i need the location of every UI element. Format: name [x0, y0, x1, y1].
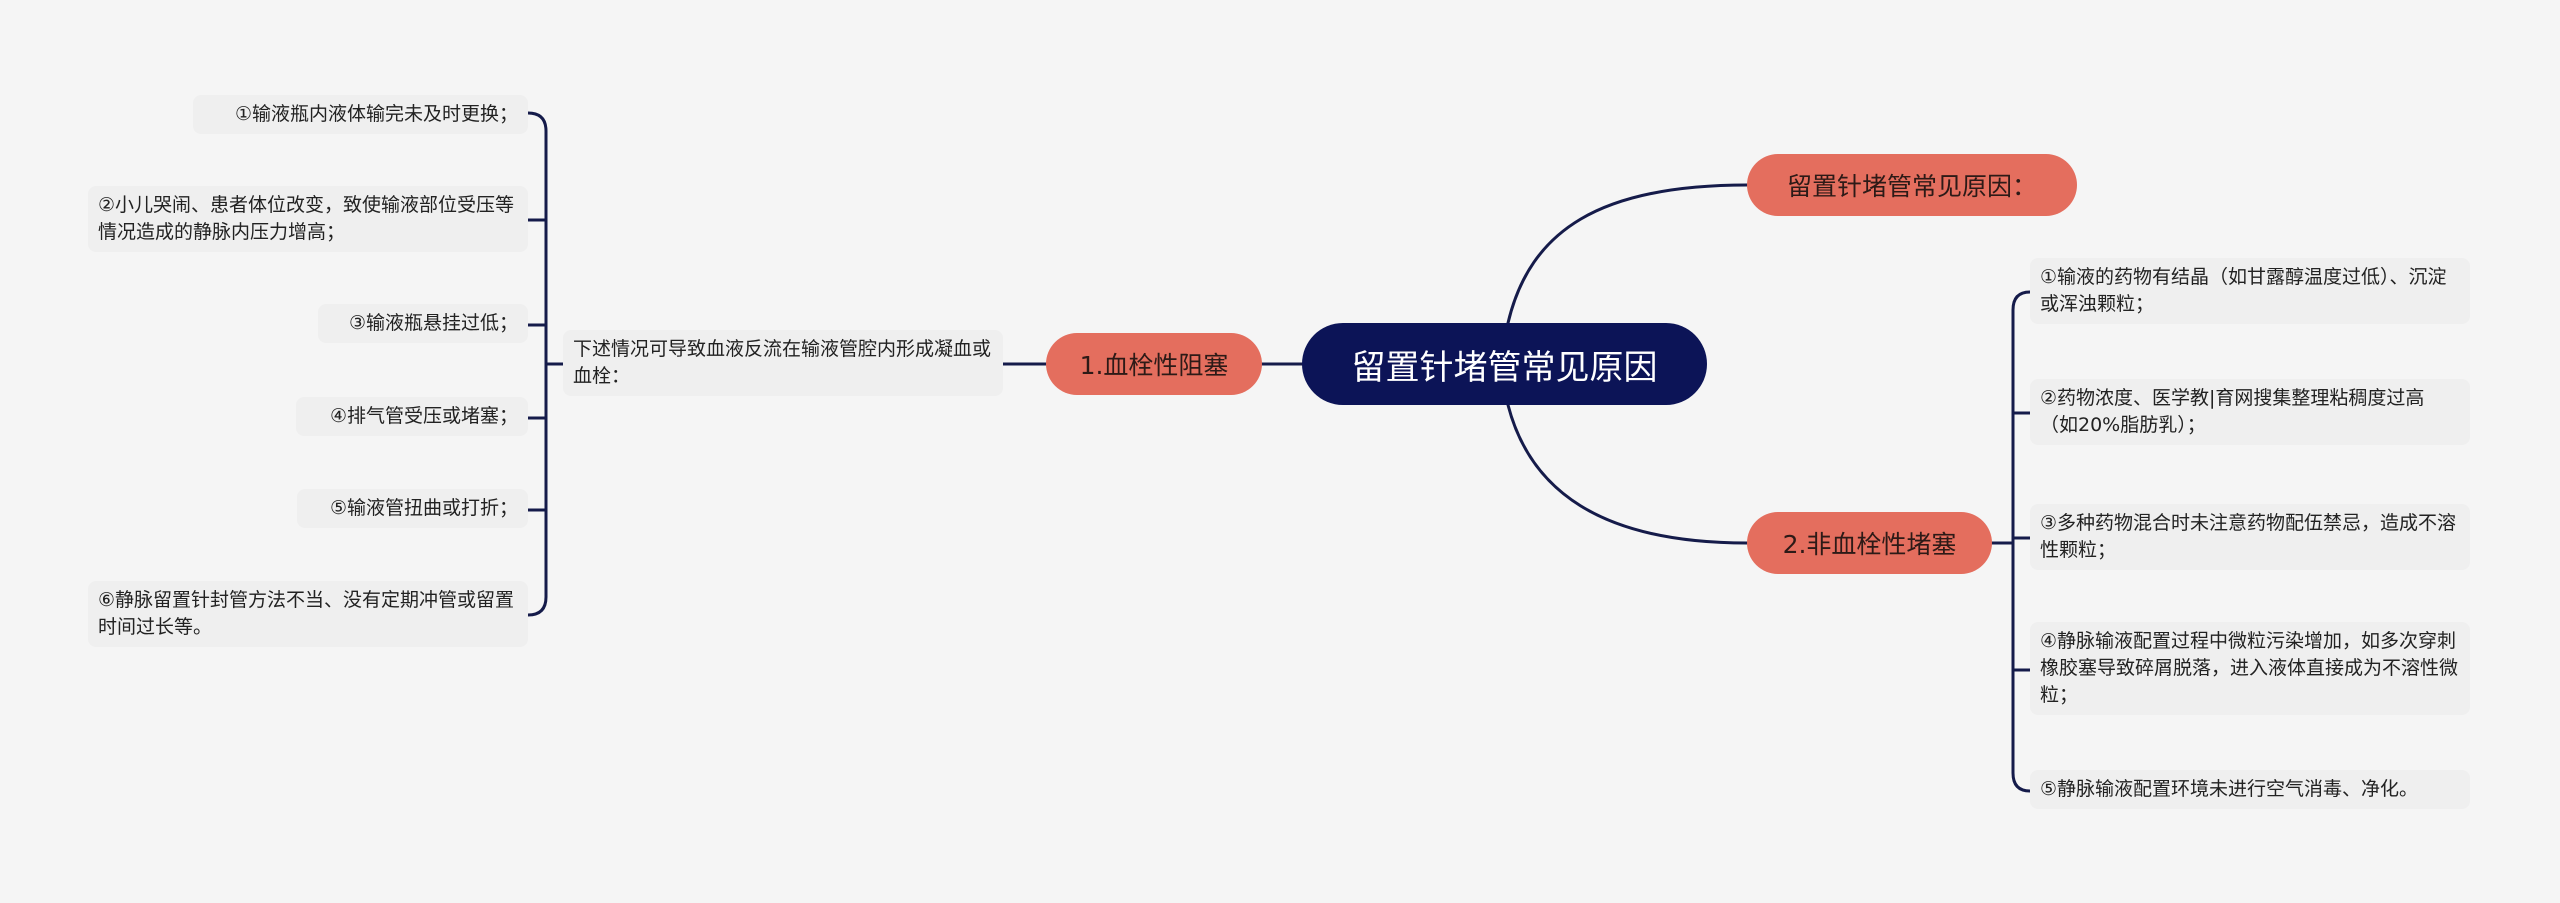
right-top-topic[interactable]: 留置针堵管常见原因： — [1747, 154, 2077, 216]
left-leaf-5[interactable]: ⑤输液管扭曲或打折； — [297, 489, 528, 528]
left-leaf-1[interactable]: ①输液瓶内液体输完未及时更换； — [193, 95, 528, 134]
left-leaf-4[interactable]: ④排气管受压或堵塞； — [296, 397, 528, 436]
bracket-left-leaves — [526, 111, 548, 617]
left-leaf-2[interactable]: ②小儿哭闹、患者体位改变，致使输液部位受压等情况造成的静脉内压力增高； — [88, 186, 528, 252]
right-leaf-2[interactable]: ②药物浓度、医学教|育网搜集整理粘稠度过高（如20%脂肪乳）； — [2030, 379, 2470, 445]
right-leaf-3[interactable]: ③多种药物混合时未注意药物配伍禁忌，造成不溶性颗粒； — [2030, 504, 2470, 570]
left-leaf-3[interactable]: ③输液瓶悬挂过低； — [318, 304, 528, 343]
right-leaf-1[interactable]: ①输液的药物有结晶（如甘露醇温度过低）、沉淀或浑浊颗粒； — [2030, 258, 2470, 324]
link-root-to-right-top — [1506, 183, 1749, 325]
left-branch-note[interactable]: 下述情况可导致血液反流在输液管腔内形成凝血或血栓： — [563, 330, 1003, 396]
right-branch-nonthrombotic[interactable]: 2.非血栓性堵塞 — [1747, 512, 1992, 574]
right-leaf-4[interactable]: ④静脉输液配置过程中微粒污染增加，如多次穿刺橡胶塞导致碎屑脱落，进入液体直接成为… — [2030, 622, 2470, 715]
right-leaf-5[interactable]: ⑤静脉输液配置环境未进行空气消毒、净化。 — [2030, 770, 2470, 809]
root-node[interactable]: 留置针堵管常见原因 — [1302, 323, 1707, 405]
left-branch-thrombotic[interactable]: 1.血栓性阻塞 — [1046, 333, 1262, 395]
link-root-to-right-branch — [1506, 403, 1749, 545]
bracket-right-leaves — [2011, 290, 2032, 793]
left-leaf-6[interactable]: ⑥静脉留置针封管方法不当、没有定期冲管或留置时间过长等。 — [88, 581, 528, 647]
